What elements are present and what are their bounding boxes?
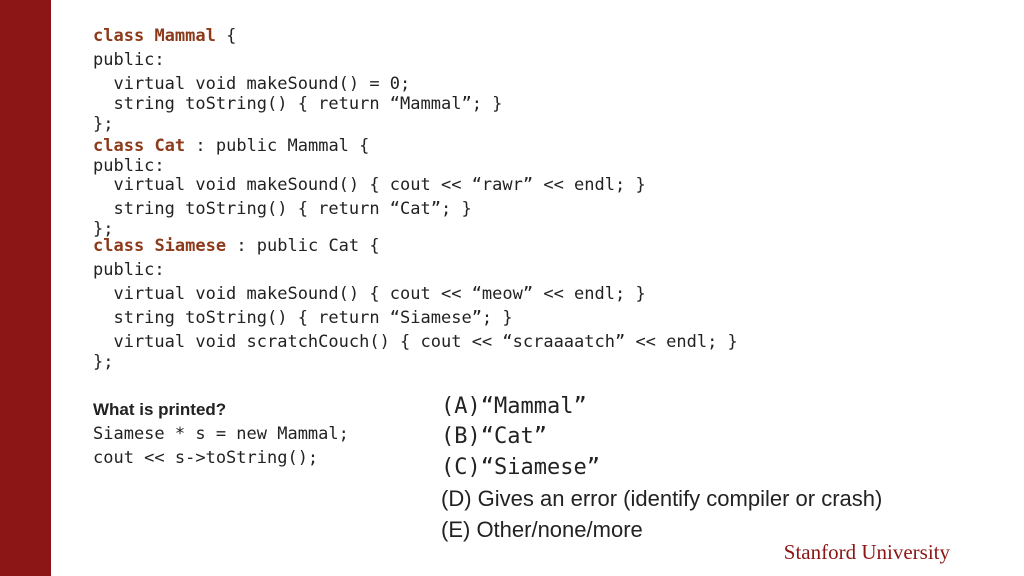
choice-b: (B)“Cat”	[441, 424, 547, 449]
code-line: virtual void makeSound() = 0;	[93, 74, 411, 94]
class-name-cat: Cat	[154, 136, 186, 156]
question-code-line-1: Siamese * s = new Mammal;	[93, 424, 349, 444]
code-line: public:	[93, 156, 165, 176]
code-line: public:	[93, 260, 165, 280]
code-line-class-mammal: class Mammal {	[93, 26, 236, 46]
code-line: string toString() { return “Siamese”; }	[93, 308, 513, 328]
code-line: virtual void makeSound() { cout << “rawr…	[93, 175, 646, 195]
code-line: public:	[93, 50, 165, 70]
choice-e: (E) Other/none/more	[441, 517, 643, 542]
stanford-logo: Stanford University	[783, 540, 950, 564]
code-block: class Mammal { public: virtual void make…	[93, 26, 738, 372]
class-name-mammal: Mammal	[154, 26, 216, 46]
code-line-class-siamese: class Siamese : public Cat {	[93, 236, 380, 256]
question-code-line-2: cout << s->toString();	[93, 448, 319, 468]
code-line-rest: : public Mammal {	[185, 136, 370, 156]
code-line-rest: : public Cat {	[226, 236, 380, 256]
code-line: };	[93, 219, 114, 239]
code-line-rest: {	[215, 26, 237, 46]
keyword-class: class	[93, 236, 145, 256]
code-line-class-cat: class Cat : public Mammal {	[93, 136, 369, 156]
class-name-siamese: Siamese	[154, 236, 227, 256]
code-line: };	[93, 352, 114, 372]
left-accent-bar	[0, 0, 51, 576]
choice-a: (A)“Mammal”	[441, 394, 587, 419]
choice-d: (D) Gives an error (identify compiler or…	[441, 486, 883, 511]
keyword-class: class	[93, 136, 145, 156]
question-title: What is printed?	[93, 400, 227, 419]
code-line: virtual void makeSound() { cout << “meow…	[93, 284, 646, 304]
keyword-class: class	[93, 26, 145, 46]
code-line: string toString() { return “Mammal”; }	[93, 94, 503, 114]
code-line: };	[93, 114, 114, 134]
choice-c: (C)“Siamese”	[441, 455, 600, 480]
code-line: string toString() { return “Cat”; }	[93, 199, 472, 219]
code-line: virtual void scratchCouch() { cout << “s…	[93, 332, 738, 352]
